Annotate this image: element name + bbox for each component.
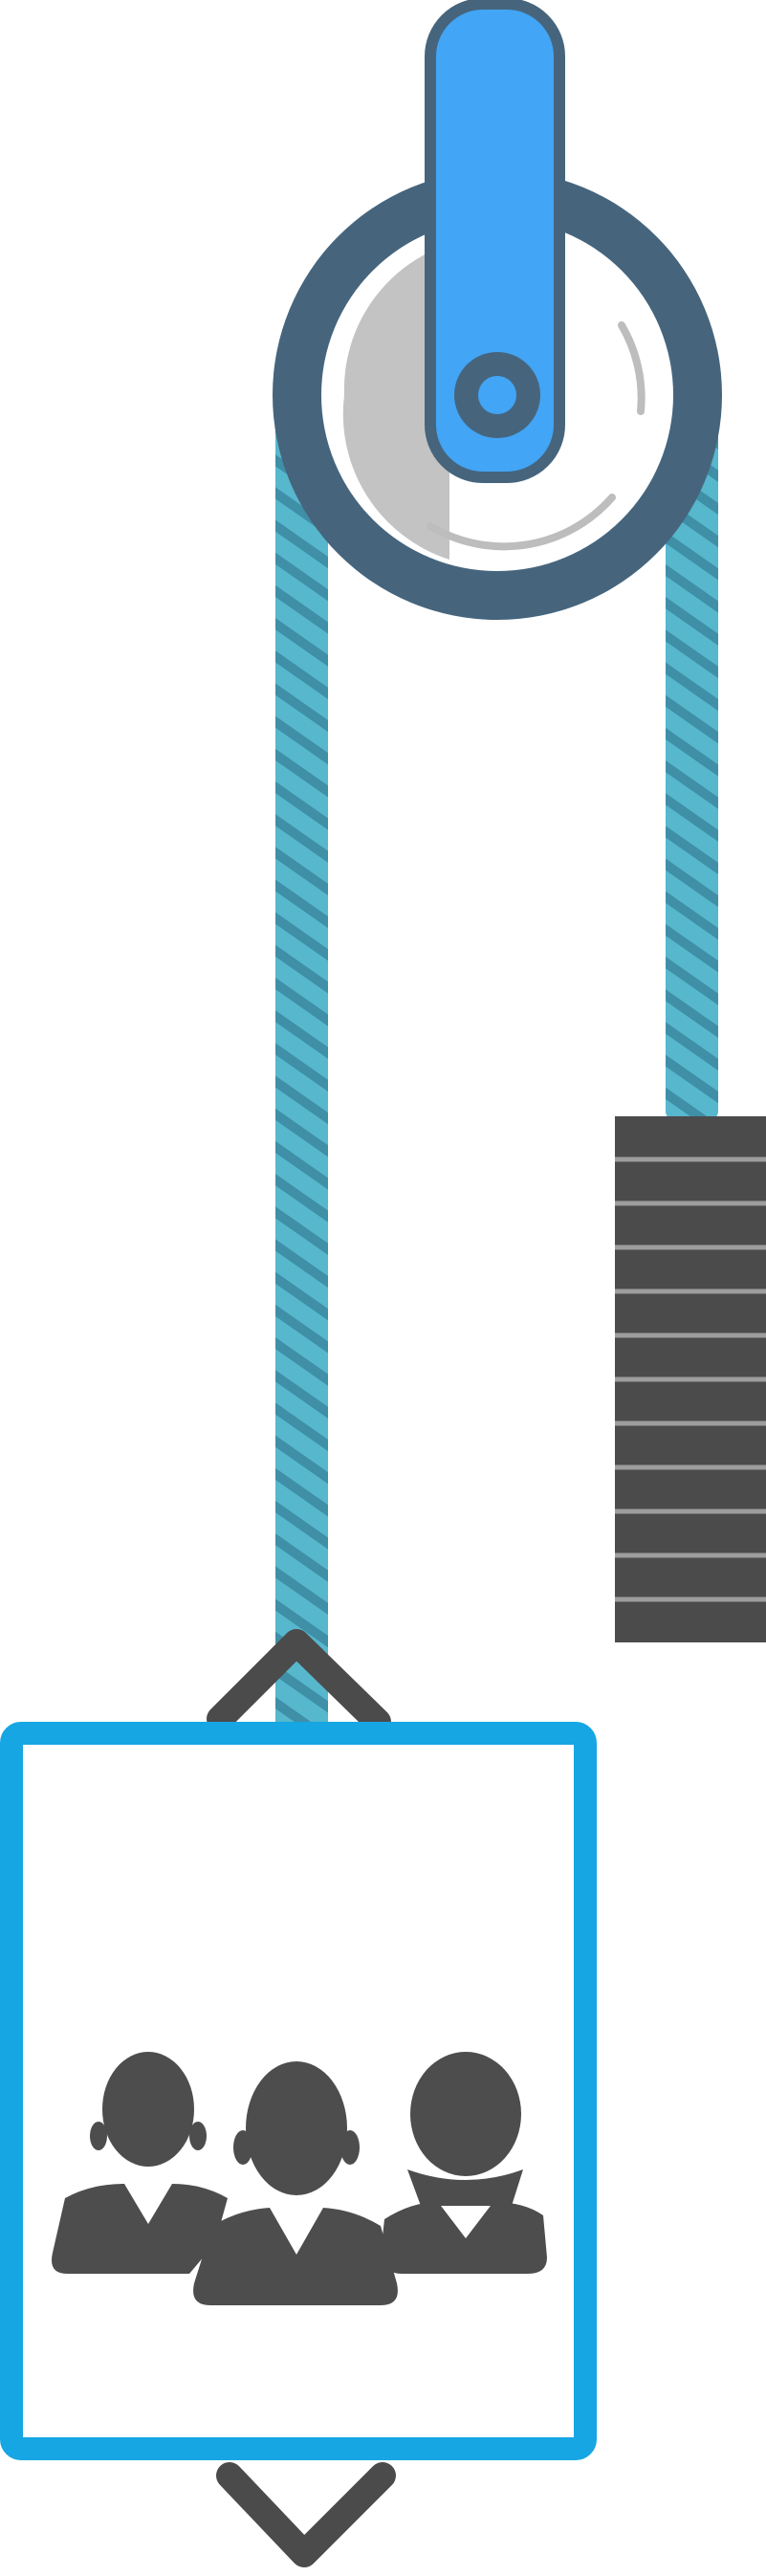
rope-right xyxy=(666,383,718,1119)
counterweight-icon xyxy=(615,1116,766,1642)
chevron-down-icon xyxy=(216,2462,396,2567)
rope-left xyxy=(275,383,328,1731)
chevron-up-icon xyxy=(207,1629,391,1735)
person-right-icon xyxy=(381,2052,547,2274)
people-group-icon xyxy=(52,2052,547,2305)
person-left-icon xyxy=(52,2052,228,2274)
person-center-icon xyxy=(193,2061,398,2305)
pulley-bracket xyxy=(425,0,565,483)
